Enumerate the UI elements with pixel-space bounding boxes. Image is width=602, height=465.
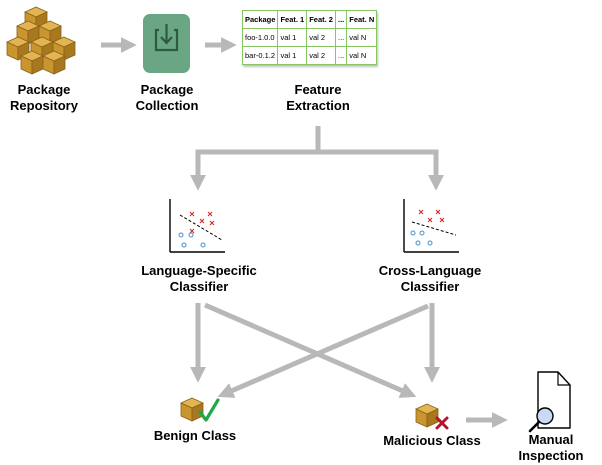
collection-label: Package Collection — [127, 82, 207, 114]
arrow-extraction-to-classifiers — [189, 126, 321, 191]
repository-label: Package Repository — [4, 82, 84, 114]
table-header-cell: Feat. N — [346, 10, 378, 29]
table-header-cell: Feat. 2 — [306, 10, 336, 29]
feature-table-header: Package Feat. 1 Feat. 2 ... Feat. N — [241, 10, 378, 29]
arrow-lang-to-malicious — [204, 302, 417, 398]
malicious-label: Malicious Class — [367, 433, 497, 449]
cross-lang-label-line1: Cross-Language — [378, 263, 482, 278]
scatter-plot-icon-cross — [403, 199, 459, 253]
lang-specific-label: Language-Specific Classifier — [124, 263, 274, 295]
table-cell: val N — [346, 46, 378, 65]
table-cell: val 1 — [277, 28, 308, 47]
arrows — [101, 36, 508, 429]
package-cross-icon — [415, 403, 449, 430]
package-check-icon — [180, 397, 220, 422]
extraction-label-line2: Extraction — [286, 98, 350, 113]
repository-label-line1: Package — [17, 82, 71, 97]
table-header-cell: Package — [241, 10, 279, 29]
table-cell: val 1 — [277, 46, 308, 65]
benign-label: Benign Class — [130, 428, 260, 444]
collection-label-line2: Collection — [135, 98, 199, 113]
cross-lang-label: Cross-Language Classifier — [355, 263, 505, 295]
repository-label-line2: Repository — [10, 98, 78, 113]
manual-label-line1: Manual — [528, 432, 574, 447]
arrow-cross-to-benign — [217, 303, 429, 398]
table-cell: ... — [334, 28, 348, 47]
table-header-cell: ... — [334, 10, 348, 29]
table-cell: val N — [346, 28, 378, 47]
table-cell: val 2 — [306, 46, 336, 65]
table-row: foo-1.0.0 val 1 val 2 ... val N — [241, 28, 378, 47]
table-row: bar-0.1.2 val 1 val 2 ... val N — [241, 46, 378, 65]
scatter-plot-icon-lang — [169, 199, 225, 253]
extraction-label: Feature Extraction — [268, 82, 368, 114]
manual-label-line2: Inspection — [518, 448, 584, 463]
document-magnifier-icon — [528, 371, 571, 433]
package-stack-icon — [6, 6, 76, 75]
lang-specific-label-line1: Language-Specific — [141, 263, 257, 278]
extraction-label-line1: Feature — [294, 82, 342, 97]
table-header-cell: Feat. 1 — [277, 10, 308, 29]
table-cell: val 2 — [306, 28, 336, 47]
cross-lang-label-line2: Classifier — [400, 279, 460, 294]
lang-specific-label-line2: Classifier — [169, 279, 229, 294]
download-tray-icon — [143, 14, 190, 73]
table-cell: ... — [334, 46, 348, 65]
benign-label-text: Benign Class — [153, 428, 237, 443]
table-cell: bar-0.1.2 — [241, 46, 279, 65]
manual-label: Manual Inspection — [504, 432, 598, 464]
arrow-extraction-to-cross — [318, 149, 445, 191]
collection-label-line1: Package — [140, 82, 194, 97]
feature-table: Package Feat. 1 Feat. 2 ... Feat. N foo-… — [241, 10, 378, 65]
malicious-label-text: Malicious Class — [383, 433, 481, 448]
table-cell: foo-1.0.0 — [241, 28, 279, 47]
